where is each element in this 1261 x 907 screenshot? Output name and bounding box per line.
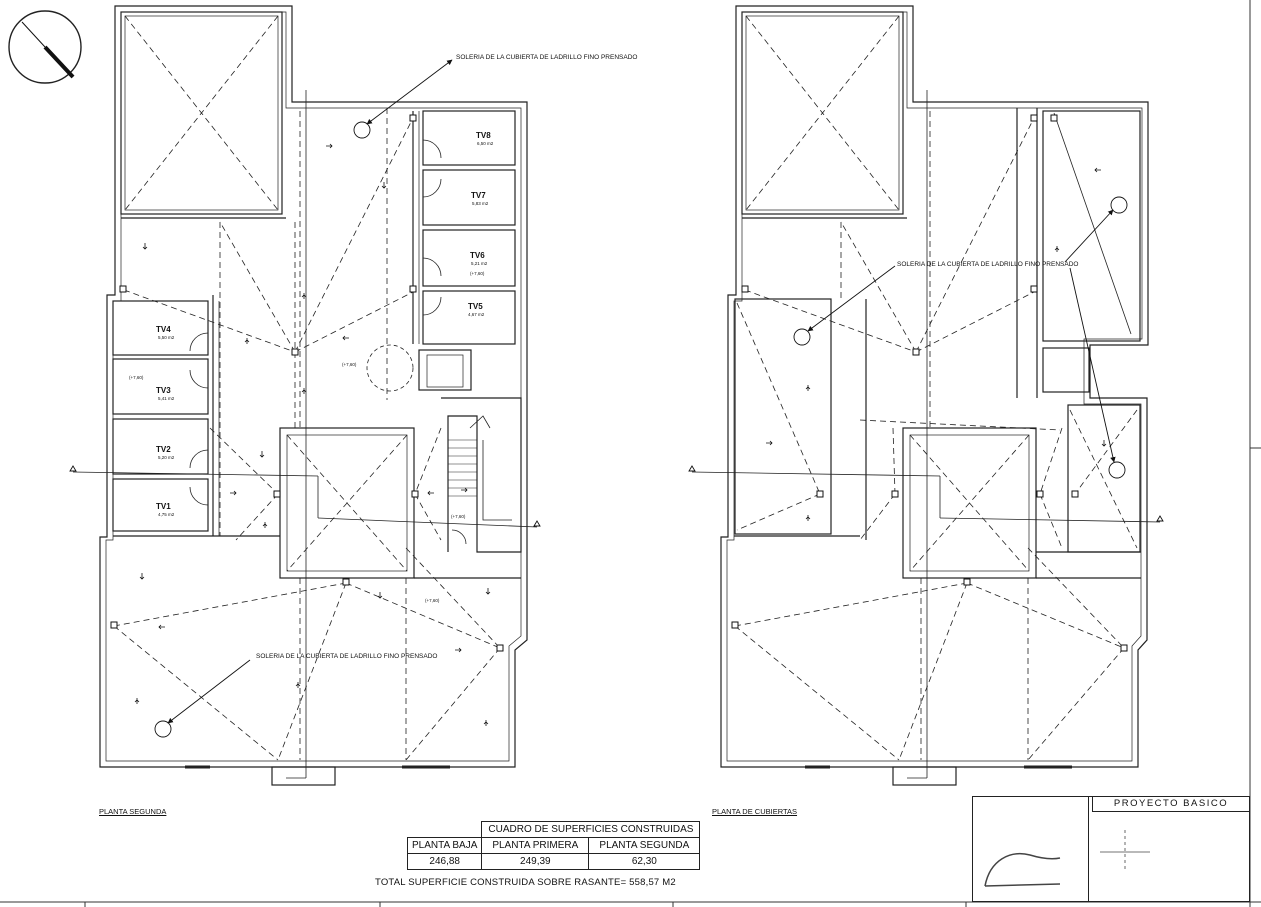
- drain-points-left: [110, 114, 504, 652]
- surface-value: 246,88: [406, 853, 483, 870]
- tv6-area: 5,21 m2: [471, 261, 488, 266]
- level-labels: (+7,60) (+7,60) (+7,60) (+7,60) (+7,60): [129, 271, 485, 603]
- plan-cubiertas: [691, 5, 1161, 786]
- tv3-area: 5,41 m2: [158, 396, 175, 401]
- leader-markers-right: [688, 196, 1164, 522]
- tv4-area: 5,50 m2: [158, 335, 175, 340]
- level-label: (+7,60): [425, 598, 440, 603]
- plan-segunda: [72, 5, 538, 786]
- surface-value: 62,30: [588, 853, 701, 870]
- tv7-area: 5,83 m2: [472, 201, 489, 206]
- surface-header: PLANTA SEGUNDA: [588, 837, 701, 854]
- level-label: (+7,60): [470, 271, 485, 276]
- title-block-divider: [1088, 796, 1089, 902]
- level-label: (+7,60): [451, 514, 466, 519]
- tv7-label: TV7: [471, 191, 486, 200]
- slope-arrows-right: [766, 167, 1107, 521]
- note-bottom-left: SOLERIA DE LA CUBIERTA DE LADRILLO FINO …: [256, 653, 437, 660]
- north-arrow-icon: [8, 10, 82, 84]
- tv4-label: TV4: [156, 325, 171, 334]
- note-top-left: SOLERIA DE LA CUBIERTA DE LADRILLO FINO …: [456, 54, 637, 61]
- total-surface: TOTAL SUPERFICIE CONSTRUIDA SOBRE RASANT…: [375, 877, 676, 888]
- title-block-marks: [984, 830, 1150, 887]
- tv1-area: 4,75 m2: [158, 512, 175, 517]
- tv5-area: 4,67 m2: [468, 312, 485, 317]
- tv2-area: 5,20 m2: [158, 455, 175, 460]
- surface-header: PLANTA PRIMERA: [481, 837, 590, 854]
- tv3-label: TV3: [156, 386, 171, 395]
- plan-title-left: PLANTA SEGUNDA: [99, 807, 167, 816]
- tv1-label: TV1: [156, 502, 171, 511]
- surface-value: 249,39: [481, 853, 590, 870]
- tv6-label: TV6: [470, 251, 485, 260]
- level-label: (+7,60): [129, 375, 144, 380]
- tv8-label: TV8: [476, 131, 491, 140]
- tv5-label: TV5: [468, 302, 483, 311]
- drain-points-right: [731, 114, 1128, 652]
- storage-labels: TV8 6,50 m2 TV7 5,83 m2 TV6 5,21 m2 TV5 …: [156, 131, 494, 517]
- note-right: SOLERIA DE LA CUBIERTA DE LADRILLO FINO …: [897, 261, 1078, 268]
- project-label: PROYECTO BASICO: [1092, 796, 1250, 812]
- tv8-area: 6,50 m2: [477, 141, 494, 146]
- slope-arrows-left: [134, 143, 491, 726]
- surface-table-title: CUADRO DE SUPERFICIES CONSTRUIDAS: [481, 821, 701, 838]
- surface-header: PLANTA BAJA: [406, 837, 483, 854]
- surface-table: CUADRO DE SUPERFICIES CONSTRUIDAS PLANTA…: [406, 821, 701, 870]
- leader-markers-left: [69, 59, 541, 738]
- tv2-label: TV2: [156, 445, 171, 454]
- plan-title-right: PLANTA DE CUBIERTAS: [712, 807, 798, 816]
- level-label: (+7,60): [342, 362, 357, 367]
